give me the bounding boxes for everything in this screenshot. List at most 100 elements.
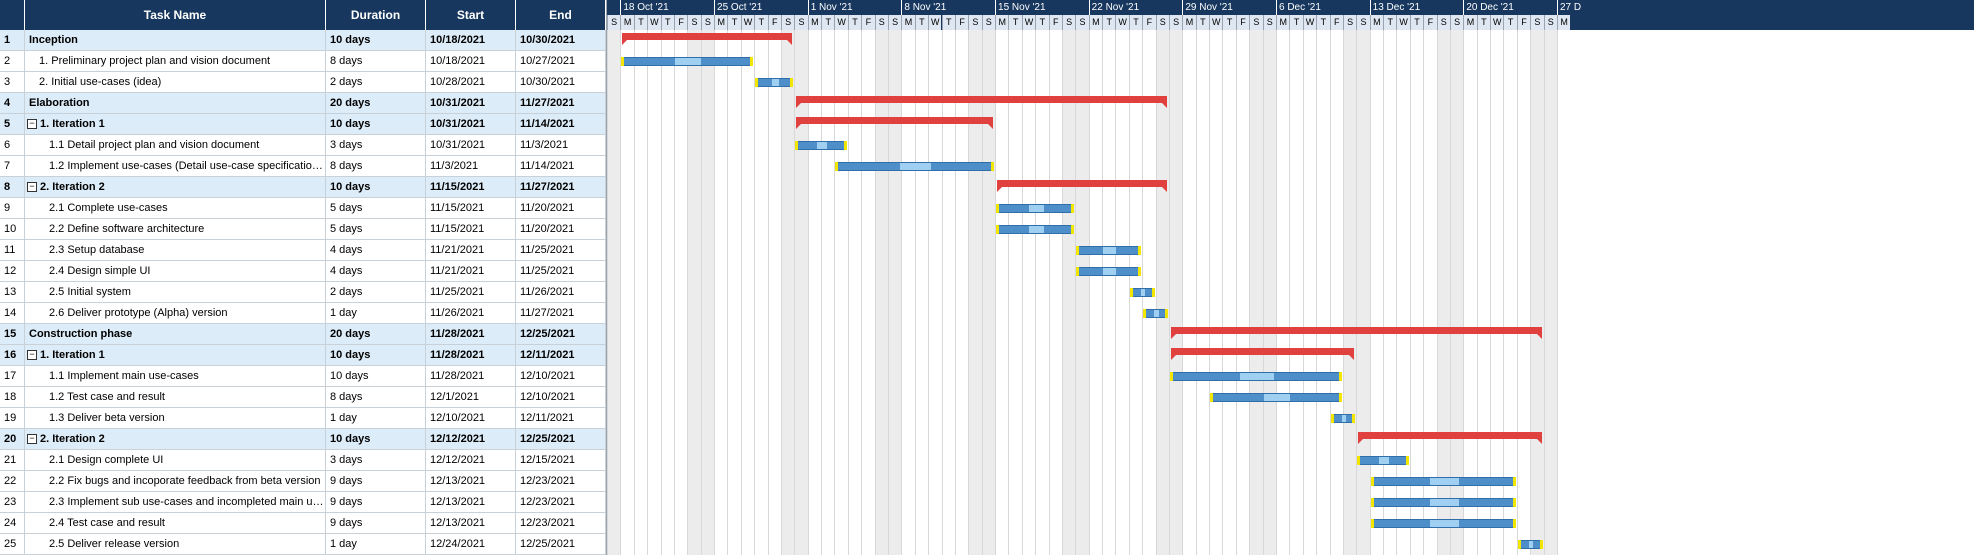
task-bar-end-handle[interactable] <box>1338 393 1342 402</box>
task-name-cell[interactable]: 2.3 Implement sub use-cases and incomple… <box>25 492 326 512</box>
task-bar-end-handle[interactable] <box>1138 267 1142 276</box>
task-name-cell[interactable]: 1.2 Test case and result <box>25 387 326 407</box>
collapse-toggle-icon[interactable]: − <box>27 350 37 361</box>
task-bar-start-handle[interactable] <box>1370 477 1374 486</box>
task-bar[interactable] <box>1370 519 1516 528</box>
task-bar[interactable] <box>835 162 994 171</box>
summary-bar[interactable] <box>1358 432 1542 444</box>
task-name-cell[interactable]: 2.2 Fix bugs and incoporate feedback fro… <box>25 471 326 491</box>
task-bar[interactable] <box>996 204 1075 213</box>
task-name-cell[interactable]: Inception <box>25 30 326 50</box>
collapse-toggle-icon[interactable]: − <box>27 182 37 193</box>
collapse-toggle-icon[interactable]: − <box>27 434 37 445</box>
summary-bar[interactable] <box>796 96 1167 108</box>
task-bar-end-handle[interactable] <box>1338 372 1342 381</box>
summary-bar[interactable] <box>1170 327 1542 339</box>
summary-bar[interactable] <box>796 117 993 129</box>
task-bar-end-handle[interactable] <box>991 162 994 171</box>
task-bar-end-handle[interactable] <box>1071 225 1075 234</box>
task-bar-start-handle[interactable] <box>1517 540 1521 549</box>
task-bar[interactable] <box>996 225 1075 234</box>
task-name-cell[interactable]: 1.1 Detail project plan and vision docum… <box>25 135 326 155</box>
summary-bar[interactable] <box>622 33 793 45</box>
task-bar-end-handle[interactable] <box>1352 414 1356 423</box>
task-name-cell[interactable]: Elaboration <box>25 93 326 113</box>
task-bar[interactable] <box>1129 288 1155 297</box>
task-bar-end-handle[interactable] <box>1512 477 1516 486</box>
task-bar-end-handle[interactable] <box>790 78 794 87</box>
column-header-number[interactable] <box>0 0 25 30</box>
task-bar-start-handle[interactable] <box>1143 309 1147 318</box>
task-name-cell[interactable]: 2.4 Test case and result <box>25 513 326 533</box>
task-bar-end-handle[interactable] <box>1071 204 1075 213</box>
task-name-cell[interactable]: 2. Initial use-cases (idea) <box>25 72 326 92</box>
collapse-toggle-icon[interactable]: − <box>27 119 37 130</box>
task-bar[interactable] <box>1357 456 1409 465</box>
task-bar-start-handle[interactable] <box>996 225 1000 234</box>
task-name-cell[interactable]: −1. Iteration 1 <box>25 114 326 134</box>
task-bar[interactable] <box>1076 246 1142 255</box>
task-bar[interactable] <box>1143 309 1168 318</box>
task-bar-start-handle[interactable] <box>1129 288 1133 297</box>
task-bar-end-handle[interactable] <box>843 141 847 150</box>
task-bar-end-handle[interactable] <box>1405 456 1409 465</box>
task-name-cell[interactable]: 2.1 Design complete UI <box>25 450 326 470</box>
task-bar-start-handle[interactable] <box>1357 456 1361 465</box>
task-name-cell[interactable]: −1. Iteration 1 <box>25 345 326 365</box>
task-bar[interactable] <box>1210 393 1342 402</box>
task-bar[interactable] <box>755 78 794 87</box>
task-name-cell[interactable]: −2. Iteration 2 <box>25 177 326 197</box>
task-name-cell[interactable]: 2.2 Define software architecture <box>25 219 326 239</box>
task-name-cell[interactable]: 2.5 Initial system <box>25 282 326 302</box>
task-bar[interactable] <box>1330 414 1356 423</box>
task-bar-start-handle[interactable] <box>1169 372 1173 381</box>
task-name-cell[interactable]: 2.3 Setup database <box>25 240 326 260</box>
task-bar[interactable] <box>1169 372 1342 381</box>
task-bar[interactable] <box>621 57 754 66</box>
task-bar-end-handle[interactable] <box>1539 540 1543 549</box>
summary-bar[interactable] <box>1170 348 1355 360</box>
task-bar-start-handle[interactable] <box>996 204 1000 213</box>
task-bar-end-handle[interactable] <box>1151 288 1155 297</box>
column-header-task-name[interactable]: Task Name <box>25 0 326 30</box>
column-header-start[interactable]: Start <box>426 0 516 30</box>
task-name-cell[interactable]: Construction phase <box>25 324 326 344</box>
task-bar-end-handle[interactable] <box>750 57 754 66</box>
task-name-cell[interactable]: 1.2 Implement use-cases (Detail use-case… <box>25 156 326 176</box>
task-bar-start-handle[interactable] <box>1076 267 1080 276</box>
task-bar[interactable] <box>795 141 847 150</box>
column-header-end[interactable]: End <box>516 0 606 30</box>
task-bar-start-handle[interactable] <box>1370 519 1374 528</box>
task-name-cell[interactable]: 1. Preliminary project plan and vision d… <box>25 51 326 71</box>
task-name-cell[interactable]: −2. Iteration 2 <box>25 429 326 449</box>
task-name-cell[interactable]: 1.1 Implement main use-cases <box>25 366 326 386</box>
task-bar-end-handle[interactable] <box>1512 519 1516 528</box>
task-bar-start-handle[interactable] <box>795 141 799 150</box>
task-bar-end-handle[interactable] <box>1138 246 1142 255</box>
task-bar-start-handle[interactable] <box>755 78 759 87</box>
task-bar[interactable] <box>1370 498 1516 507</box>
task-bar-start-handle[interactable] <box>1330 414 1334 423</box>
task-bar[interactable] <box>1370 477 1516 486</box>
task-bar-start-handle[interactable] <box>1210 393 1214 402</box>
